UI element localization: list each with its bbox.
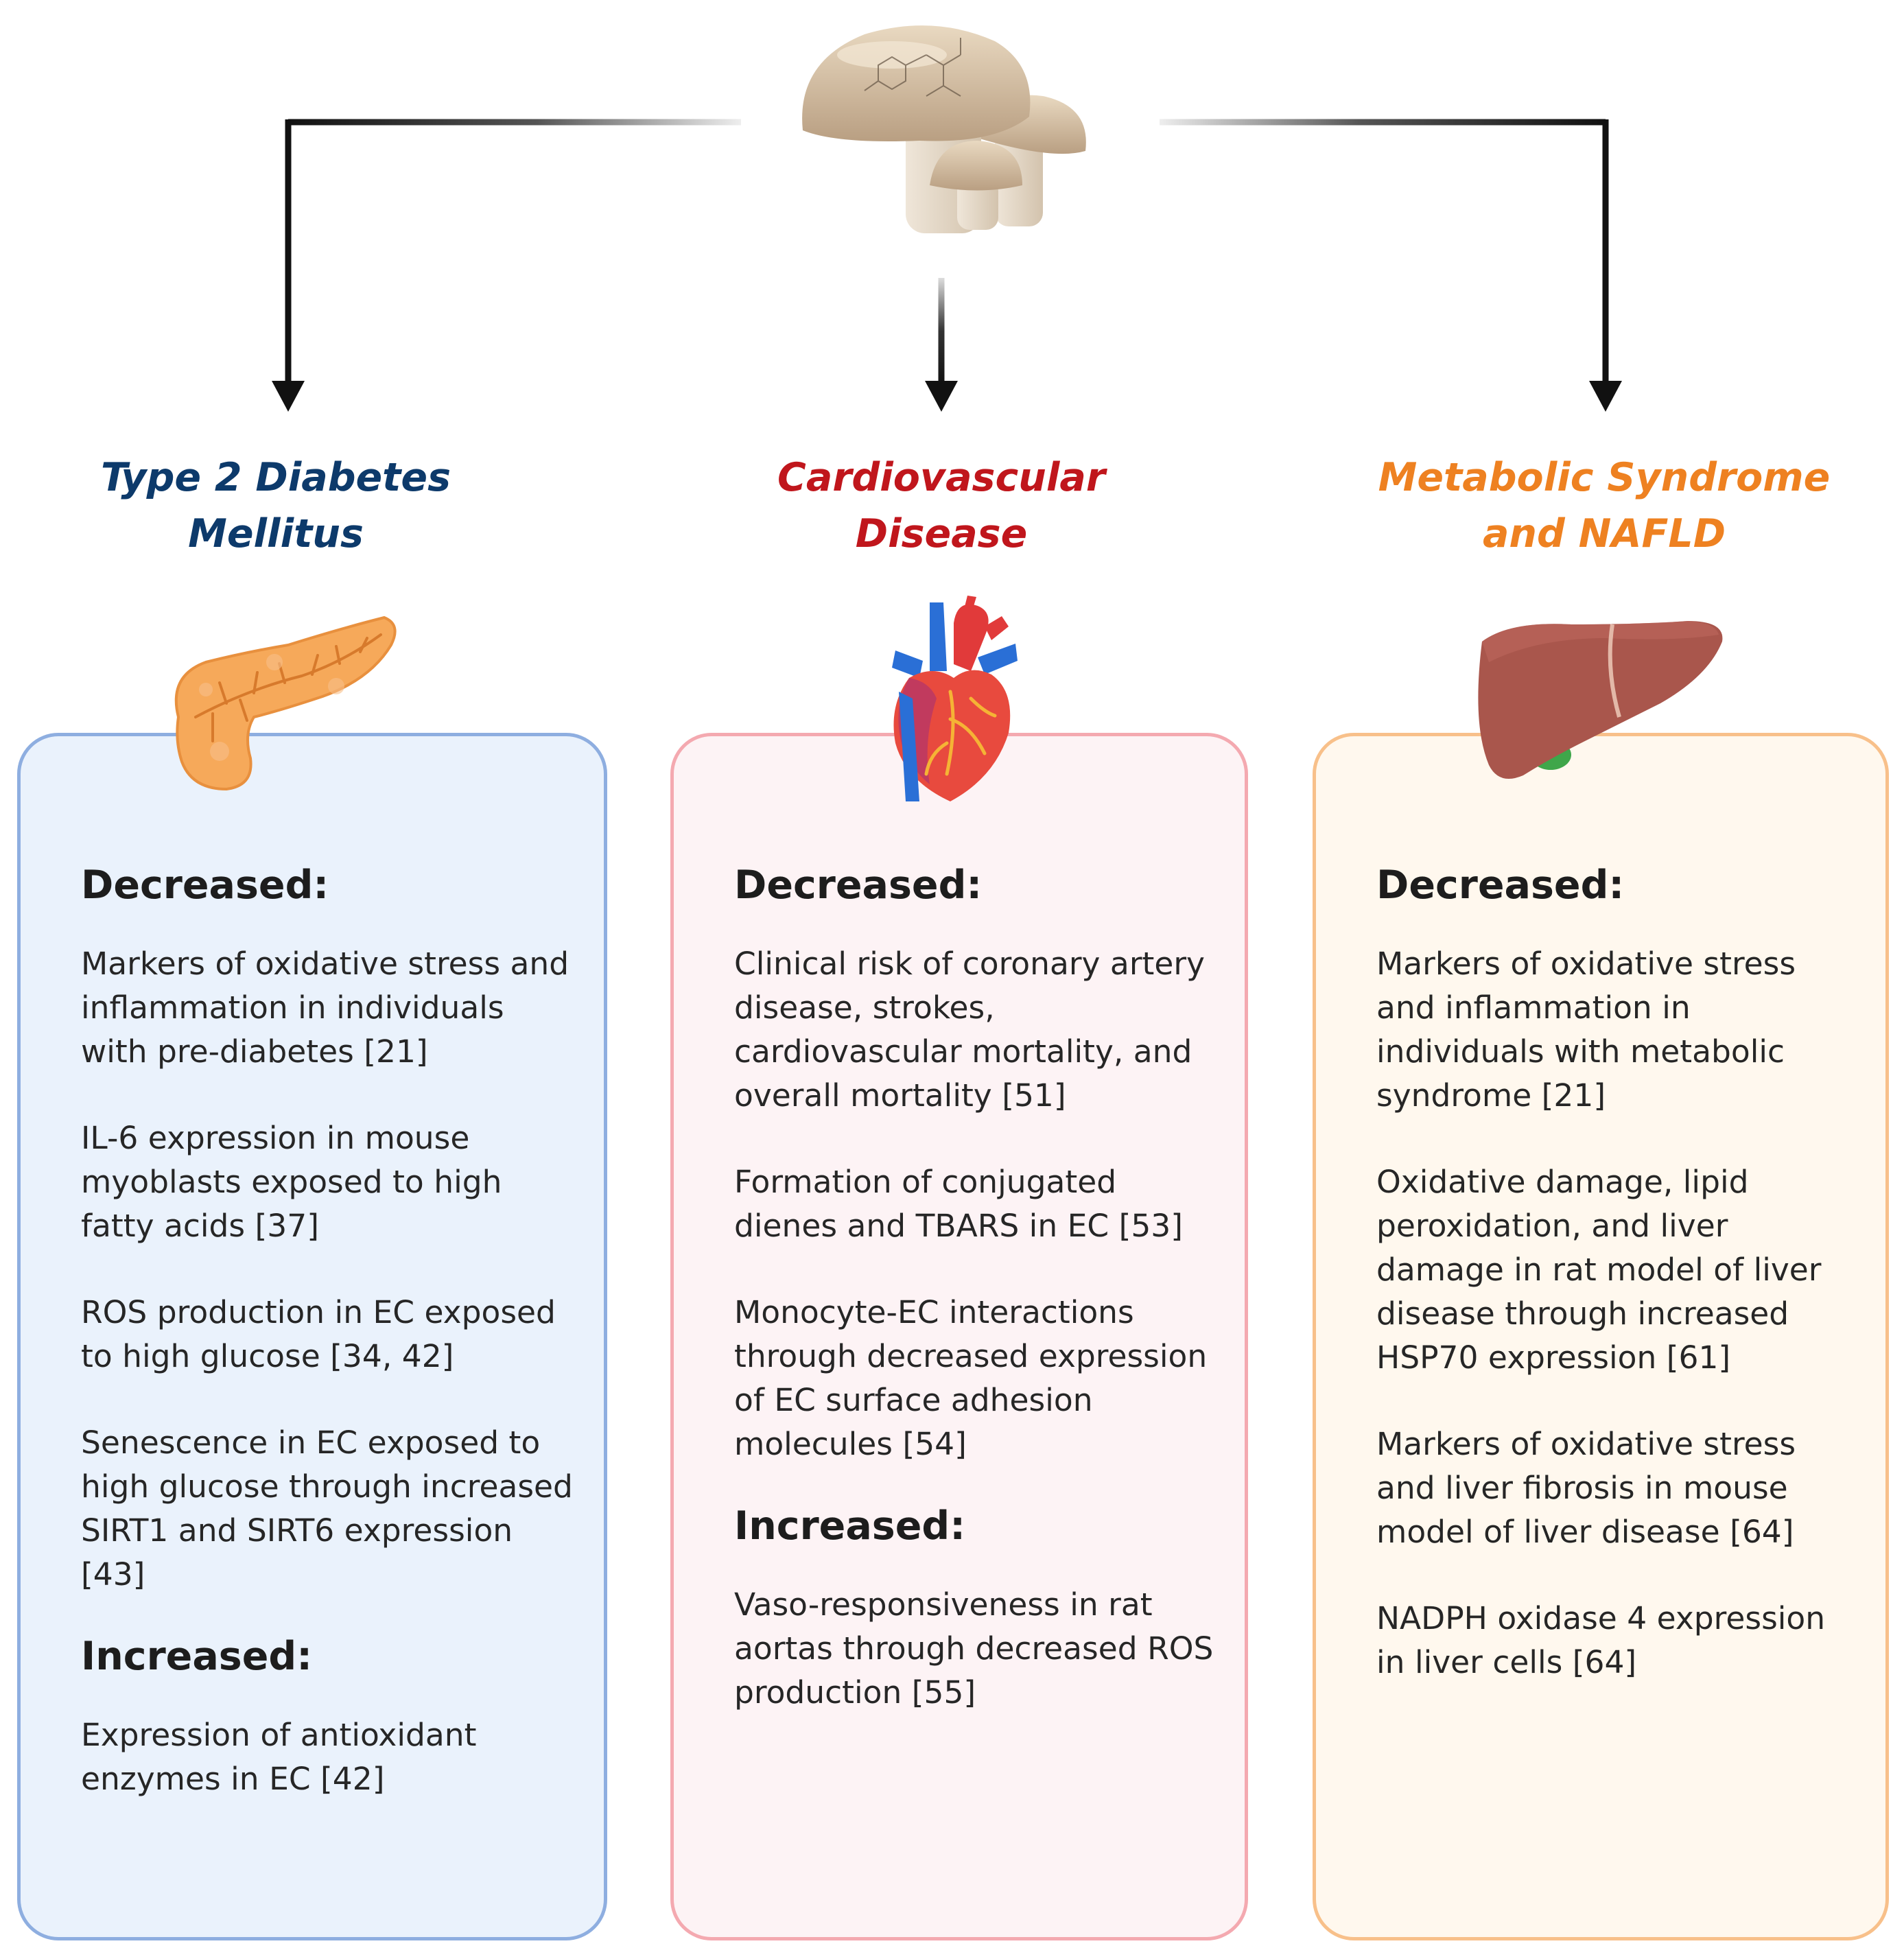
decreased-item: Oxidative damage, lipid peroxidation, an… <box>1376 1164 1822 1376</box>
decreased-item: NADPH oxidase 4 expression in liver cell… <box>1376 1600 1826 1680</box>
title-cvd-line2: Disease <box>855 511 1028 556</box>
decreased-item: Monocyte-EC interactions through decreas… <box>734 1294 1208 1462</box>
increased-item: Vaso-responsiveness in rat aortas throug… <box>734 1586 1214 1711</box>
decreased-item: Markers of oxidative stress and inflamma… <box>81 946 569 1070</box>
arrow-to-mets <box>1160 119 1622 412</box>
decreased-heading: Decreased: <box>1376 863 1625 908</box>
pancreas-icon <box>174 615 397 791</box>
increased-heading: Increased: <box>734 1503 965 1549</box>
title-mets: Metabolic Syndrome and NAFLD <box>1364 449 1844 562</box>
increased-item: Expression of antioxidant enzymes in EC … <box>81 1717 477 1797</box>
mushroom-icon <box>802 25 1086 233</box>
decreased-item: IL-6 expression in mouse myoblasts expos… <box>81 1120 502 1244</box>
title-t2dm-line2: Mellitus <box>188 511 364 556</box>
panel-t2dm-content: Decreased: Markers of oxidative stress an… <box>81 861 576 1801</box>
decreased-item: Markers of oxidative stress and inflamma… <box>1376 946 1796 1114</box>
decreased-heading: Decreased: <box>734 863 983 908</box>
title-mets-line1: Metabolic Syndrome <box>1378 455 1831 500</box>
decreased-item: Senescence in EC exposed to high glucose… <box>81 1424 573 1593</box>
title-t2dm-line1: Type 2 Diabetes <box>100 455 451 500</box>
panel-cvd: Decreased: Clinical risk of coronary arte… <box>670 733 1248 1940</box>
heart-icon <box>892 596 1018 801</box>
panel-t2dm: Decreased: Markers of oxidative stress an… <box>17 733 607 1940</box>
title-cvd-line1: Cardiovascular <box>777 455 1105 500</box>
decreased-heading: Decreased: <box>81 863 329 908</box>
panel-cvd-content: Decreased: Clinical risk of coronary arte… <box>734 861 1217 1715</box>
liver-icon <box>1478 621 1723 779</box>
panel-mets-content: Decreased: Markers of oxidative stress an… <box>1376 861 1858 1685</box>
decreased-item: Clinical risk of coronary artery disease… <box>734 946 1205 1114</box>
arrow-to-cvd <box>925 278 958 412</box>
decreased-item: Formation of conjugated dienes and TBARS… <box>734 1164 1183 1244</box>
title-t2dm: Type 2 Diabetes Mellitus <box>36 449 516 562</box>
decreased-item: Markers of oxidative stress and liver fi… <box>1376 1426 1796 1550</box>
panel-mets: Decreased: Markers of oxidative stress an… <box>1313 733 1889 1940</box>
decreased-item: ROS production in EC exposed to high glu… <box>81 1294 556 1374</box>
title-cvd: Cardiovascular Disease <box>701 449 1182 562</box>
increased-heading: Increased: <box>81 1634 312 1679</box>
title-mets-line2: and NAFLD <box>1482 511 1726 556</box>
arrow-to-t2dm <box>272 119 741 412</box>
